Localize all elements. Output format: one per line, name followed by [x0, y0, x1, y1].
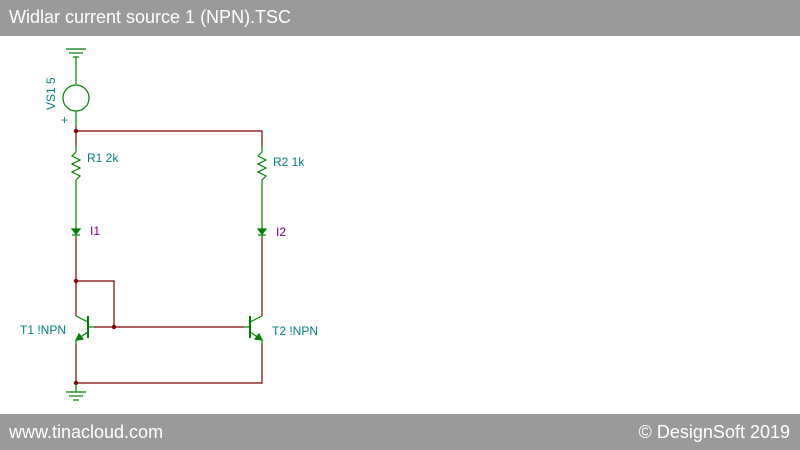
ground-icon-top: [66, 48, 86, 84]
junction-dot: [111, 324, 117, 330]
junction-dot: [73, 128, 79, 134]
t2-label: T2 !NPN: [272, 324, 318, 338]
window-title: Widlar current source 1 (NPN).TSC: [9, 7, 292, 27]
source-label: VS1 5: [44, 77, 58, 110]
wire-top-rail: [75, 126, 263, 146]
copyright-text: © DesignSoft 2019: [638, 422, 790, 442]
i2-label: I2: [276, 225, 286, 239]
wires: [75, 126, 263, 384]
resistor-r1-icon[interactable]: [70, 146, 82, 200]
junctions: [73, 128, 117, 386]
wire-emitter-ground: [75, 344, 263, 384]
ammeter-i1-icon[interactable]: [70, 200, 82, 238]
r2-label: R2 1k: [273, 155, 305, 169]
i1-label: I1: [90, 224, 100, 238]
ground-icon-bottom: [66, 383, 86, 401]
resistor-r2-icon[interactable]: [256, 146, 268, 200]
source-plus-label: +: [61, 113, 68, 127]
r1-label: R1 2k: [87, 151, 119, 165]
junction-dot: [73, 278, 79, 284]
transistor-t1-icon[interactable]: [74, 315, 94, 344]
ammeter-i2-icon[interactable]: [256, 200, 268, 238]
wire-diode-connection: [76, 280, 115, 327]
circuit-canvas: VS1 5 + R1 2k R2 1k I1 I2 T1 !NPN T2 !NP…: [20, 48, 318, 401]
website-link[interactable]: www.tinacloud.com: [9, 422, 164, 442]
footer-bar: www.tinacloud.com © DesignSoft 2019: [0, 414, 800, 450]
title-bar: Widlar current source 1 (NPN).TSC: [0, 0, 800, 36]
t1-label: T1 !NPN: [20, 323, 66, 337]
voltage-source-icon[interactable]: [62, 84, 90, 126]
transistor-t2-icon[interactable]: [244, 315, 264, 344]
